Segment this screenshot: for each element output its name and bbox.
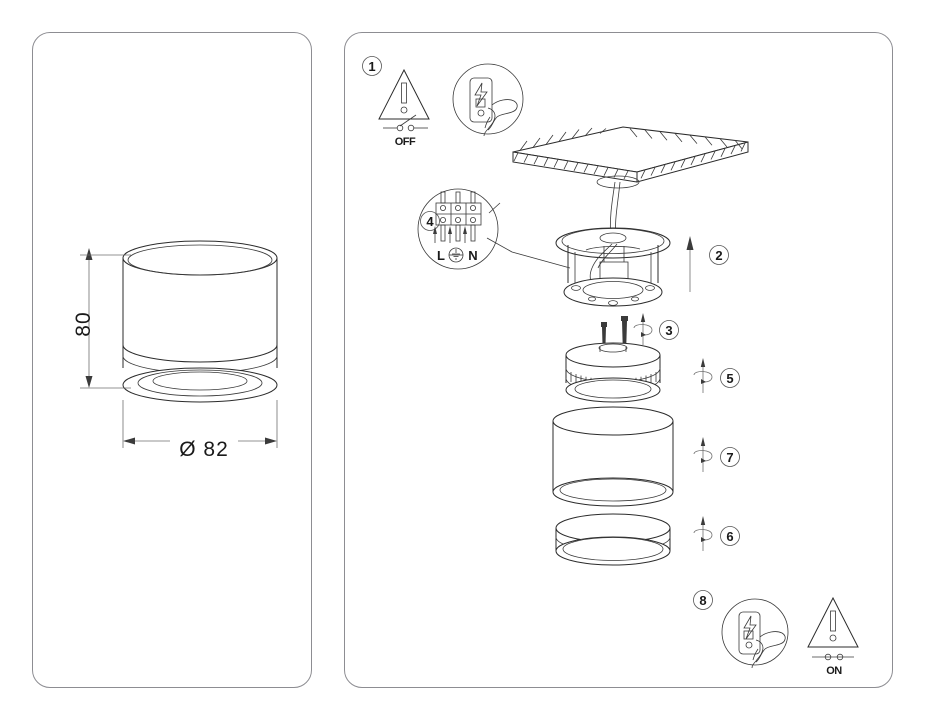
dimensions-panel (32, 32, 312, 688)
assembly-panel (344, 32, 893, 688)
